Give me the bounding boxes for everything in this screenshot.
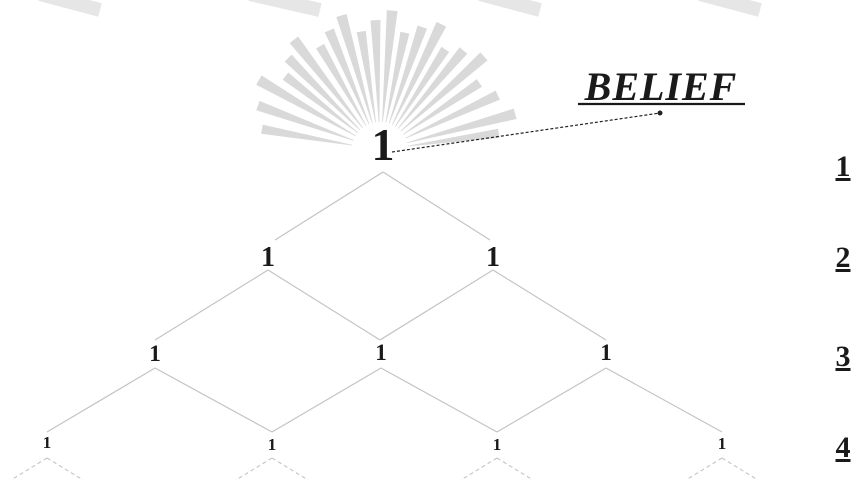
triangle-edge	[492, 269, 607, 341]
row-label-4: 4	[836, 431, 851, 464]
triangle-edge	[380, 367, 498, 433]
triangle-edge	[382, 171, 491, 241]
triangle-edge	[496, 367, 607, 433]
sunburst-ray	[407, 128, 500, 147]
triangle-edge	[605, 367, 723, 433]
sunburst-ray	[382, 10, 398, 123]
row3-number-1: 1	[149, 341, 161, 366]
dashed-continuation-lines	[10, 457, 759, 481]
dashed-edge	[46, 457, 84, 481]
row3-number-3: 1	[600, 340, 612, 365]
sunburst-ray	[370, 20, 381, 123]
belief-pointer	[391, 110, 663, 153]
row2-number-1: 1	[261, 242, 275, 273]
row-label-1: 1	[836, 150, 851, 183]
triangle-edge	[274, 171, 384, 241]
sunburst-ray	[261, 124, 353, 146]
triangle-edge	[46, 367, 156, 433]
triangle-edge	[379, 269, 494, 341]
row4-number-4: 1	[718, 434, 727, 453]
dashed-edge	[496, 457, 534, 481]
row-label-2: 2	[836, 241, 851, 274]
sunburst-ray	[324, 28, 370, 125]
dashed-edge	[460, 457, 498, 481]
dashed-edge	[685, 457, 723, 481]
sunburst-ray	[403, 79, 482, 135]
sunburst-ray	[391, 21, 447, 125]
sunburst-ray	[356, 30, 376, 123]
sunburst-ray	[394, 46, 450, 127]
top-decoration	[38, 0, 762, 17]
triangle-edges	[46, 171, 723, 433]
row-label-3: 3	[836, 340, 851, 373]
triangle-edge	[154, 269, 269, 341]
dashed-edge	[721, 457, 759, 481]
row3-number-2: 1	[375, 340, 387, 365]
sunburst-rays	[256, 10, 517, 147]
apex-number: 1	[372, 119, 395, 170]
row4-number-2: 1	[268, 435, 277, 454]
row2-number-2: 1	[486, 242, 500, 273]
sunburst-ray	[397, 47, 468, 129]
triangle-edge	[154, 367, 273, 433]
belief-label: BELIEF	[584, 64, 738, 109]
triangle-edge	[271, 367, 382, 433]
dashed-edge	[10, 457, 48, 481]
sunburst-ray	[336, 14, 373, 124]
dashed-edge	[271, 457, 309, 481]
sunburst-ray	[400, 52, 488, 132]
sunburst-ray	[388, 25, 428, 124]
sunburst-ray	[406, 108, 517, 144]
sunburst-ray	[256, 100, 354, 141]
sunburst-ray	[405, 90, 500, 139]
sunburst-ray	[284, 54, 361, 131]
sunburst-ray	[289, 36, 364, 129]
dashed-edge	[235, 457, 273, 481]
row4-number-3: 1	[493, 435, 502, 454]
sunburst-ray	[256, 75, 356, 137]
sunburst-ray	[282, 72, 359, 134]
triangle-edge	[267, 269, 381, 341]
sunburst-ray	[385, 31, 410, 123]
row4-number-1: 1	[43, 433, 52, 452]
sunburst-ray	[316, 43, 367, 126]
